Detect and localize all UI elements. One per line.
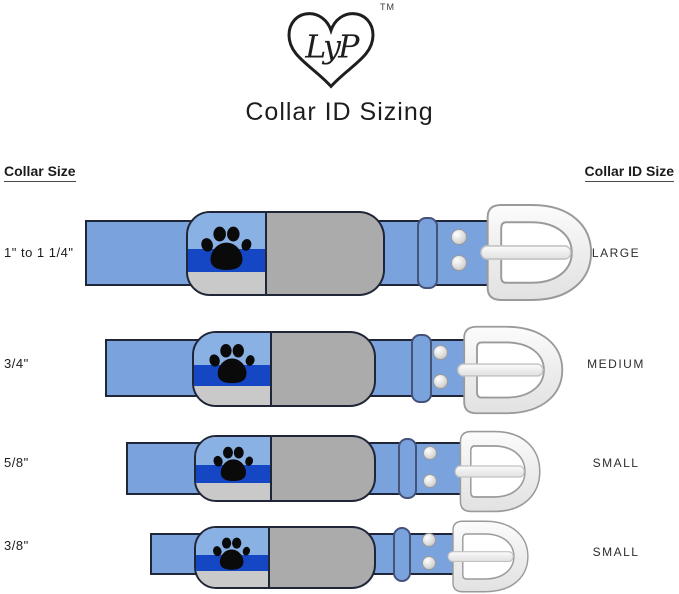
belt-buckle-icon — [455, 324, 565, 416]
keeper-loop — [417, 217, 438, 289]
tag-gray-band — [196, 571, 268, 587]
collar-id-size-label: LARGE — [591, 246, 641, 260]
collar-id-tag-back — [272, 331, 376, 407]
collar-id-size-column-header: Collar ID Size — [584, 163, 674, 182]
brand-logo: LyP TM — [281, 2, 397, 94]
collar-id-size-label: SMALL — [592, 456, 640, 470]
rivet — [451, 229, 467, 245]
rivet — [422, 556, 436, 570]
paw-print-icon — [206, 445, 261, 483]
collar-size-label: 3/4" — [4, 356, 29, 371]
belt-buckle-icon — [478, 202, 594, 303]
tag-gray-band — [188, 272, 265, 294]
keeper-loop — [398, 438, 417, 499]
keeper-loop — [393, 527, 411, 582]
collar-id-size-label: SMALL — [592, 545, 640, 559]
tag-gray-band — [194, 385, 270, 405]
rivet — [433, 374, 448, 389]
heart-outline-icon: LyP — [287, 12, 375, 89]
page-title: Collar ID Sizing — [245, 98, 434, 126]
collar-id-tag-front — [194, 526, 270, 589]
collar-id-tag-back — [267, 211, 385, 296]
rivet — [451, 255, 467, 271]
belt-buckle-icon — [446, 519, 530, 594]
collar-id-tag-front — [186, 211, 267, 296]
collar-id-tag-back — [272, 435, 376, 502]
collar-size-label: 3/8" — [4, 538, 29, 553]
collar-id-tag — [192, 331, 376, 407]
collar-id-tag-back — [270, 526, 376, 589]
rivet — [423, 446, 437, 460]
paw-print-icon — [205, 536, 258, 571]
collar-id-size-label: MEDIUM — [587, 357, 645, 371]
tag-gray-band — [196, 482, 270, 500]
collar-id-tag — [194, 526, 376, 589]
paw-print-icon — [204, 342, 260, 385]
trademark-symbol: TM — [380, 2, 395, 12]
collar-size-column-header: Collar Size — [4, 163, 76, 182]
collar-size-label: 1" to 1 1/4" — [4, 245, 74, 260]
paw-print-icon — [198, 224, 255, 273]
belt-buckle-icon — [453, 429, 542, 514]
logo-monogram: LyP — [304, 29, 360, 65]
collar-id-tag — [186, 211, 385, 296]
collar-id-tag — [194, 435, 376, 502]
rivet — [433, 345, 448, 360]
rivet — [422, 533, 436, 547]
rivet — [423, 474, 437, 488]
collar-id-tag-front — [194, 435, 272, 502]
keeper-loop — [411, 334, 432, 403]
collar-size-label: 5/8" — [4, 455, 29, 470]
collar-id-tag-front — [192, 331, 272, 407]
